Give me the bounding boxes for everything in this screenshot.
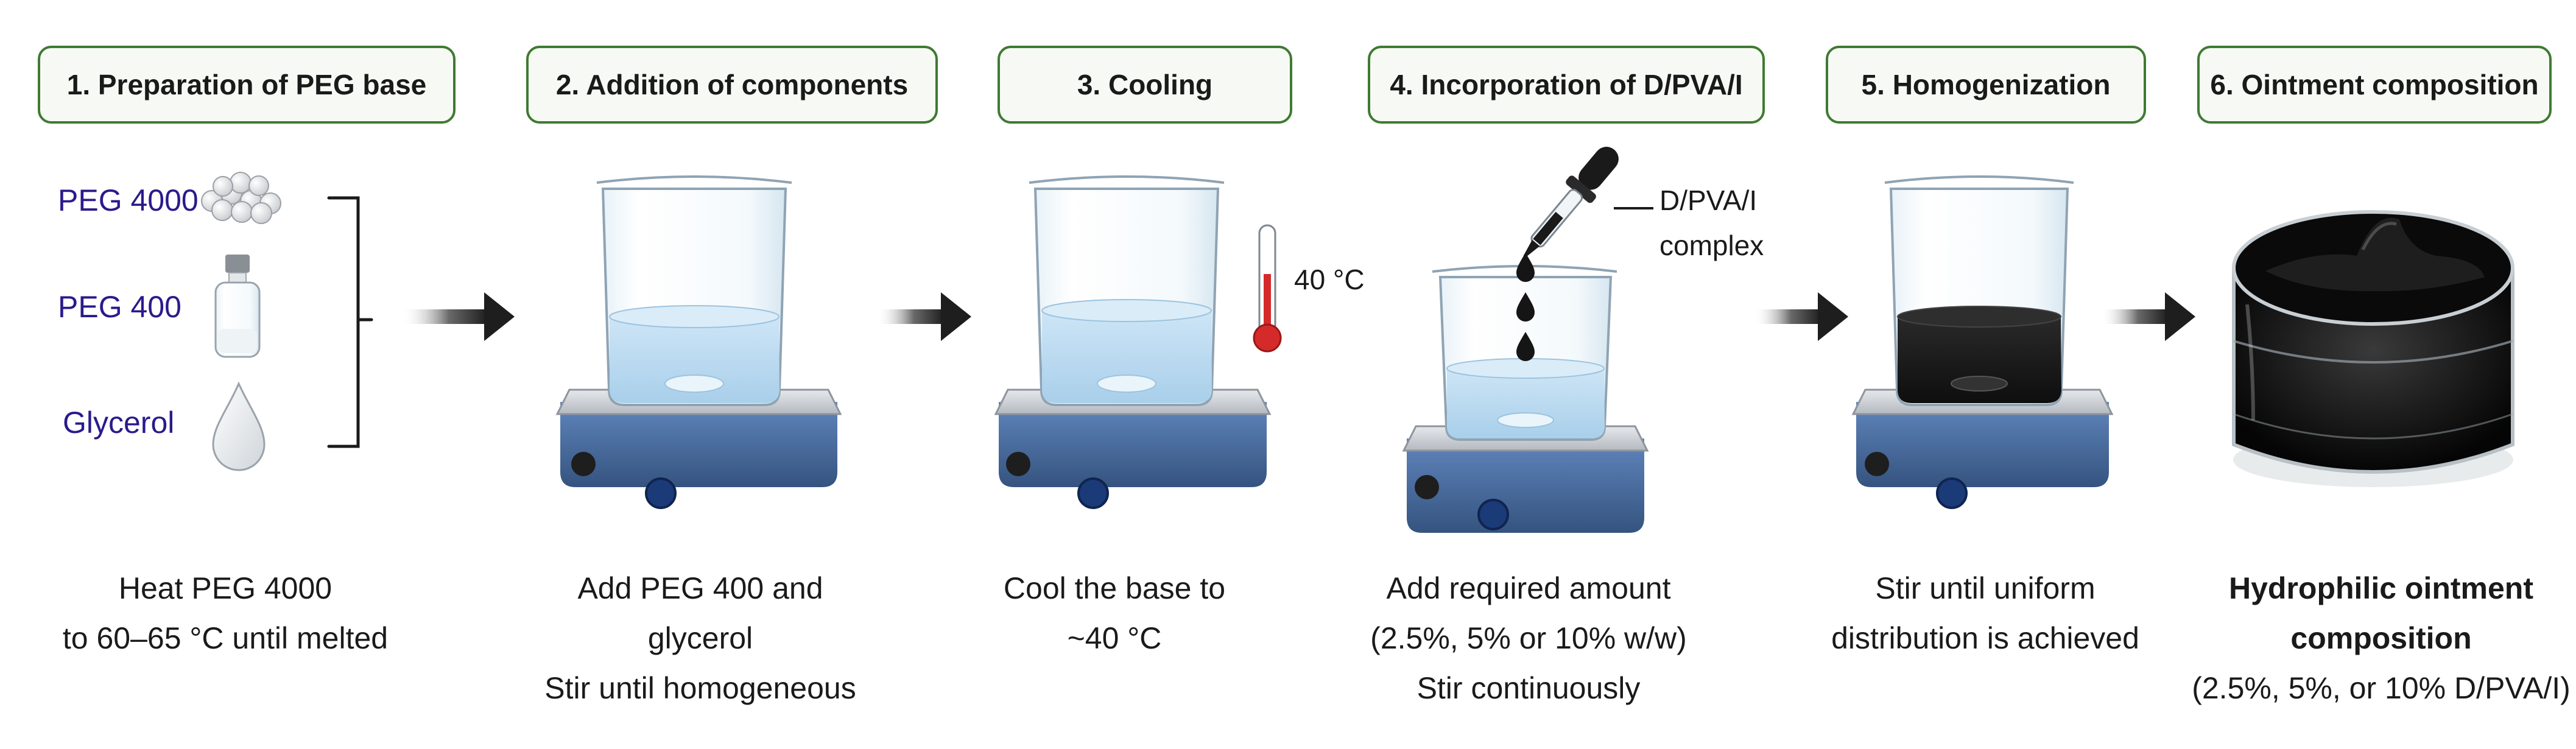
caption-line: Cool the base to	[1003, 571, 1226, 605]
step-3-hotplate-stirrer	[994, 389, 1272, 509]
ingredient-peg4000-label: PEG 4000	[58, 183, 199, 217]
dropper-label: D/PVA/I complex	[1659, 178, 1764, 268]
caption-line: Hydrophilic ointment	[2229, 571, 2533, 605]
dropper-icon	[1523, 147, 1653, 258]
step-3-header: 3. Cooling	[998, 46, 1292, 124]
step-2-caption: Add PEG 400 and glycerol Stir until homo…	[512, 563, 889, 713]
step-3-beaker	[1029, 175, 1225, 406]
step-3-caption: Cool the base to ~40 °C	[950, 563, 1279, 663]
peg400-vial-icon	[214, 255, 261, 358]
step-5-header: 5. Homogenization	[1826, 46, 2146, 124]
step-4-caption: Add required amount (2.5%, 5% or 10% w/w…	[1340, 563, 1717, 713]
step-4-header: 4. Incorporation of D/PVA/I	[1368, 46, 1765, 124]
caption-line: distribution is achieved	[1831, 621, 2139, 655]
step-2-header: 2. Addition of components	[526, 46, 938, 124]
arrow-2-icon	[877, 292, 971, 341]
dropper-label-line-2: complex	[1659, 230, 1764, 261]
caption-line: (2.5%, 5%, or 10% D/PVA/I)	[2192, 671, 2571, 705]
caption-line: glycerol	[647, 621, 753, 655]
caption-line: Add PEG 400 and	[577, 571, 823, 605]
ingredient-glycerol-label: Glycerol	[63, 406, 175, 440]
drops-icon	[1516, 253, 1535, 361]
step-5-beaker	[1884, 175, 2074, 406]
caption-line: Heat PEG 4000	[118, 571, 333, 605]
caption-line: Stir continuously	[1416, 671, 1641, 705]
caption-line: ~40 °C	[1067, 621, 1162, 655]
step-2-hotplate-stirrer	[555, 389, 842, 509]
caption-line: composition	[2290, 621, 2472, 655]
ingredients-bracket	[327, 196, 373, 448]
caption-line: Add required amount	[1386, 571, 1671, 605]
ointment-jar-icon	[2232, 210, 2514, 487]
dropper-label-line-1: D/PVA/I	[1659, 185, 1758, 216]
caption-line: Stir until uniform	[1875, 571, 2096, 605]
arrow-4-icon	[2101, 292, 2195, 341]
thermometer-icon	[1253, 224, 1282, 353]
caption-line: to 60–65 °C until melted	[62, 621, 389, 655]
step-1-caption: Heat PEG 4000 to 60–65 °C until melted	[24, 563, 426, 663]
arrow-3-icon	[1754, 292, 1848, 341]
step-6-header: 6. Ointment composition	[2197, 46, 2552, 124]
peg4000-pellets-icon	[201, 172, 281, 224]
step-1-header: 1. Preparation of PEG base	[38, 46, 456, 124]
glycerol-drop-icon	[212, 381, 266, 471]
step-4-hotplate-stirrer	[1402, 425, 1649, 533]
step-5-hotplate-stirrer	[1851, 389, 2114, 509]
step-5-caption: Stir until uniform distribution is achie…	[1797, 563, 2174, 663]
caption-line: Stir until homogeneous	[544, 671, 856, 705]
step-6-caption: Hydrophilic ointment composition (2.5%, …	[2186, 563, 2576, 713]
caption-line: (2.5%, 5% or 10% w/w)	[1370, 621, 1687, 655]
arrow-1-icon	[402, 292, 515, 341]
ingredient-peg400-label: PEG 400	[58, 290, 181, 324]
step-2-beaker	[596, 175, 792, 406]
thermometer-label: 40 °C	[1294, 264, 1365, 295]
